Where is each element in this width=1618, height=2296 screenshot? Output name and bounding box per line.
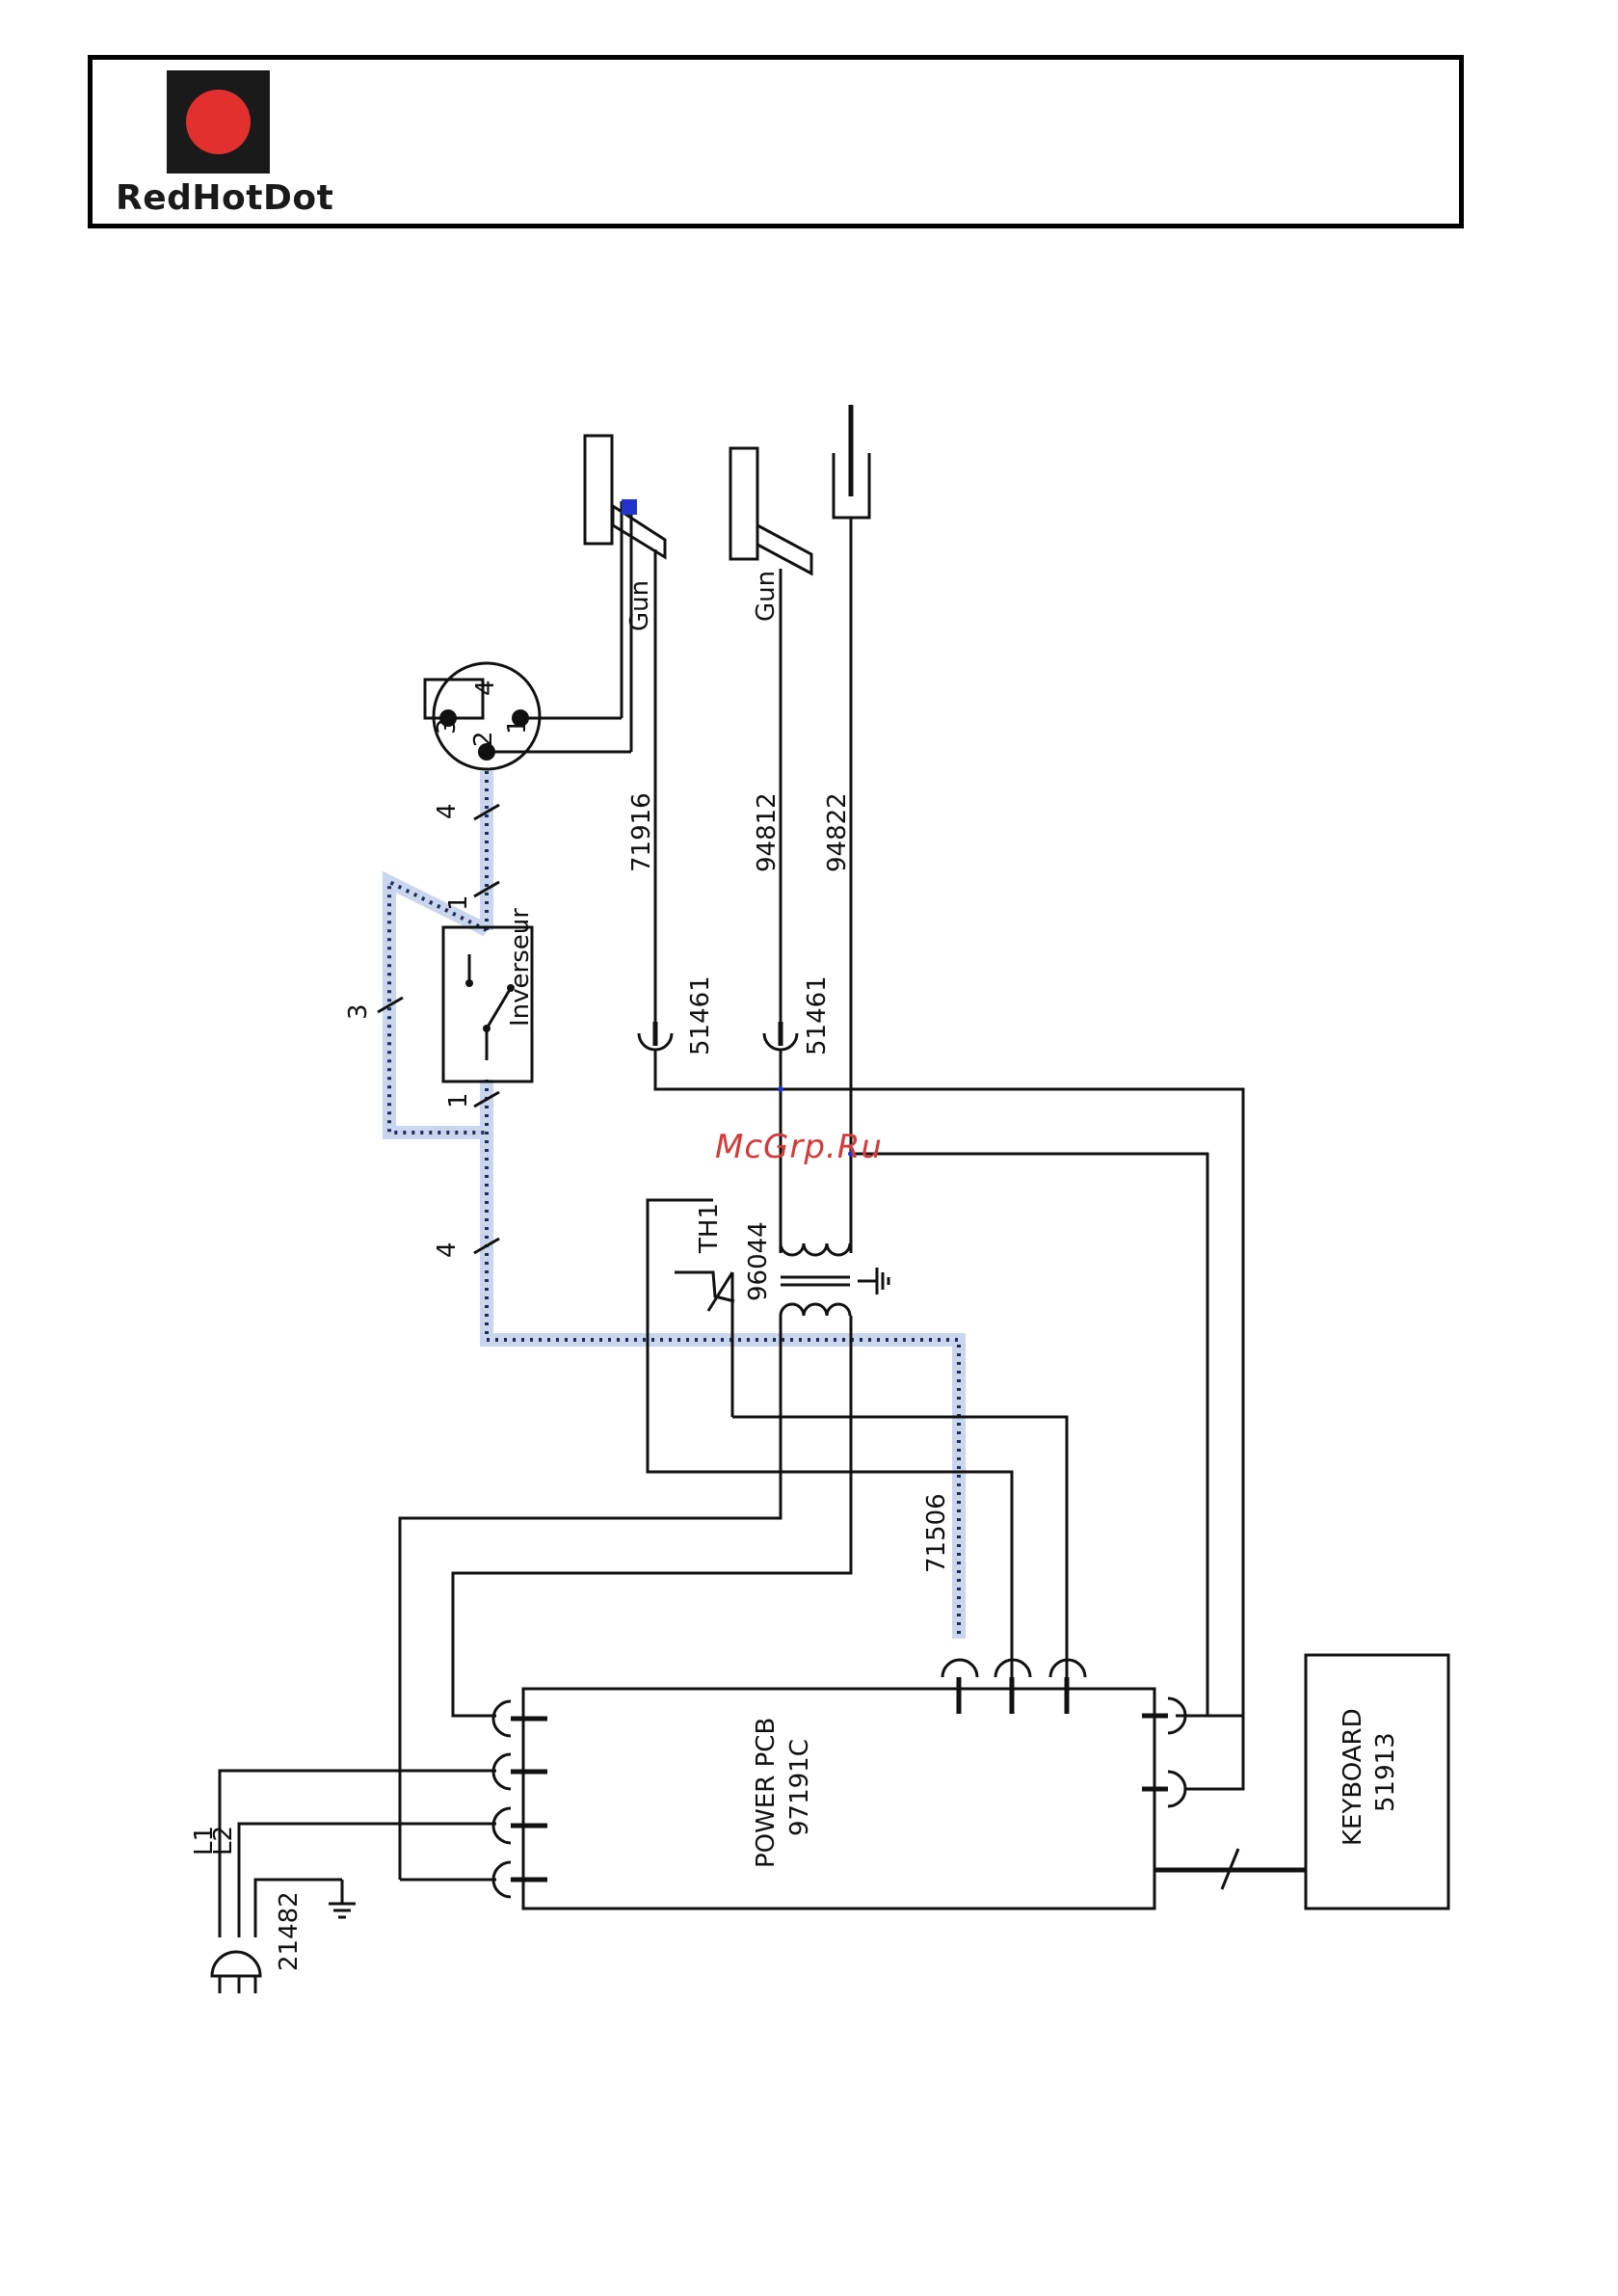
mains-plug [212, 1771, 400, 1993]
label-cable-71506: 71506 [922, 1493, 951, 1573]
label-cable-94822: 94822 [823, 792, 852, 872]
gun-torch-mid [730, 448, 811, 1031]
label-wire-1-bottom: 1 [444, 1092, 473, 1108]
gun-torch-top [585, 436, 665, 1031]
label-conn-51461-b: 51461 [803, 975, 832, 1055]
earth-probe [834, 405, 869, 1089]
label-wire-3: 3 [344, 1003, 373, 1020]
wire-bundle [389, 771, 959, 1639]
label-plug-code: 21482 [275, 1891, 304, 1971]
label-inverseur: Inverseur [506, 908, 535, 1027]
label-cable-94812: 94812 [753, 792, 782, 872]
label-wire-4-top: 4 [433, 803, 462, 819]
pcb-top-connectors [942, 1660, 1085, 1714]
label-l2: L2 [209, 1826, 238, 1855]
label-cable-71916: 71916 [627, 792, 656, 872]
keyboard-module [1154, 1655, 1448, 1909]
label-wire-4-bottom: 4 [433, 1241, 462, 1258]
label-transformer: 96044 [744, 1221, 773, 1301]
label-power-pcb-title: POWER PCB [752, 1718, 781, 1868]
label-pin-3: 3 [433, 718, 462, 734]
label-wire-1-top: 1 [444, 894, 473, 911]
diagram-labels: Gun Gun 71916 94812 94822 51461 51461 In… [190, 571, 1400, 1971]
label-pin-2: 2 [469, 731, 498, 747]
label-power-pcb-code: 97191C [785, 1739, 814, 1836]
label-keyboard-title: KEYBOARD [1339, 1708, 1367, 1846]
label-pin-4: 4 [471, 680, 500, 696]
pcb-left-connectors [493, 1701, 547, 1897]
watermark: McGrp.Ru [715, 1128, 883, 1166]
connectors-51461 [639, 1022, 797, 1050]
label-th1: TH1 [695, 1203, 724, 1254]
label-pin-1: 1 [503, 718, 532, 734]
power-pcb [493, 1660, 1243, 1909]
label-gun-mid: Gun [752, 571, 781, 622]
label-gun-top: Gun [625, 580, 654, 631]
label-conn-51461-a: 51461 [686, 975, 715, 1055]
label-keyboard-code: 51913 [1371, 1732, 1400, 1812]
transformer-96044 [781, 1243, 889, 1316]
